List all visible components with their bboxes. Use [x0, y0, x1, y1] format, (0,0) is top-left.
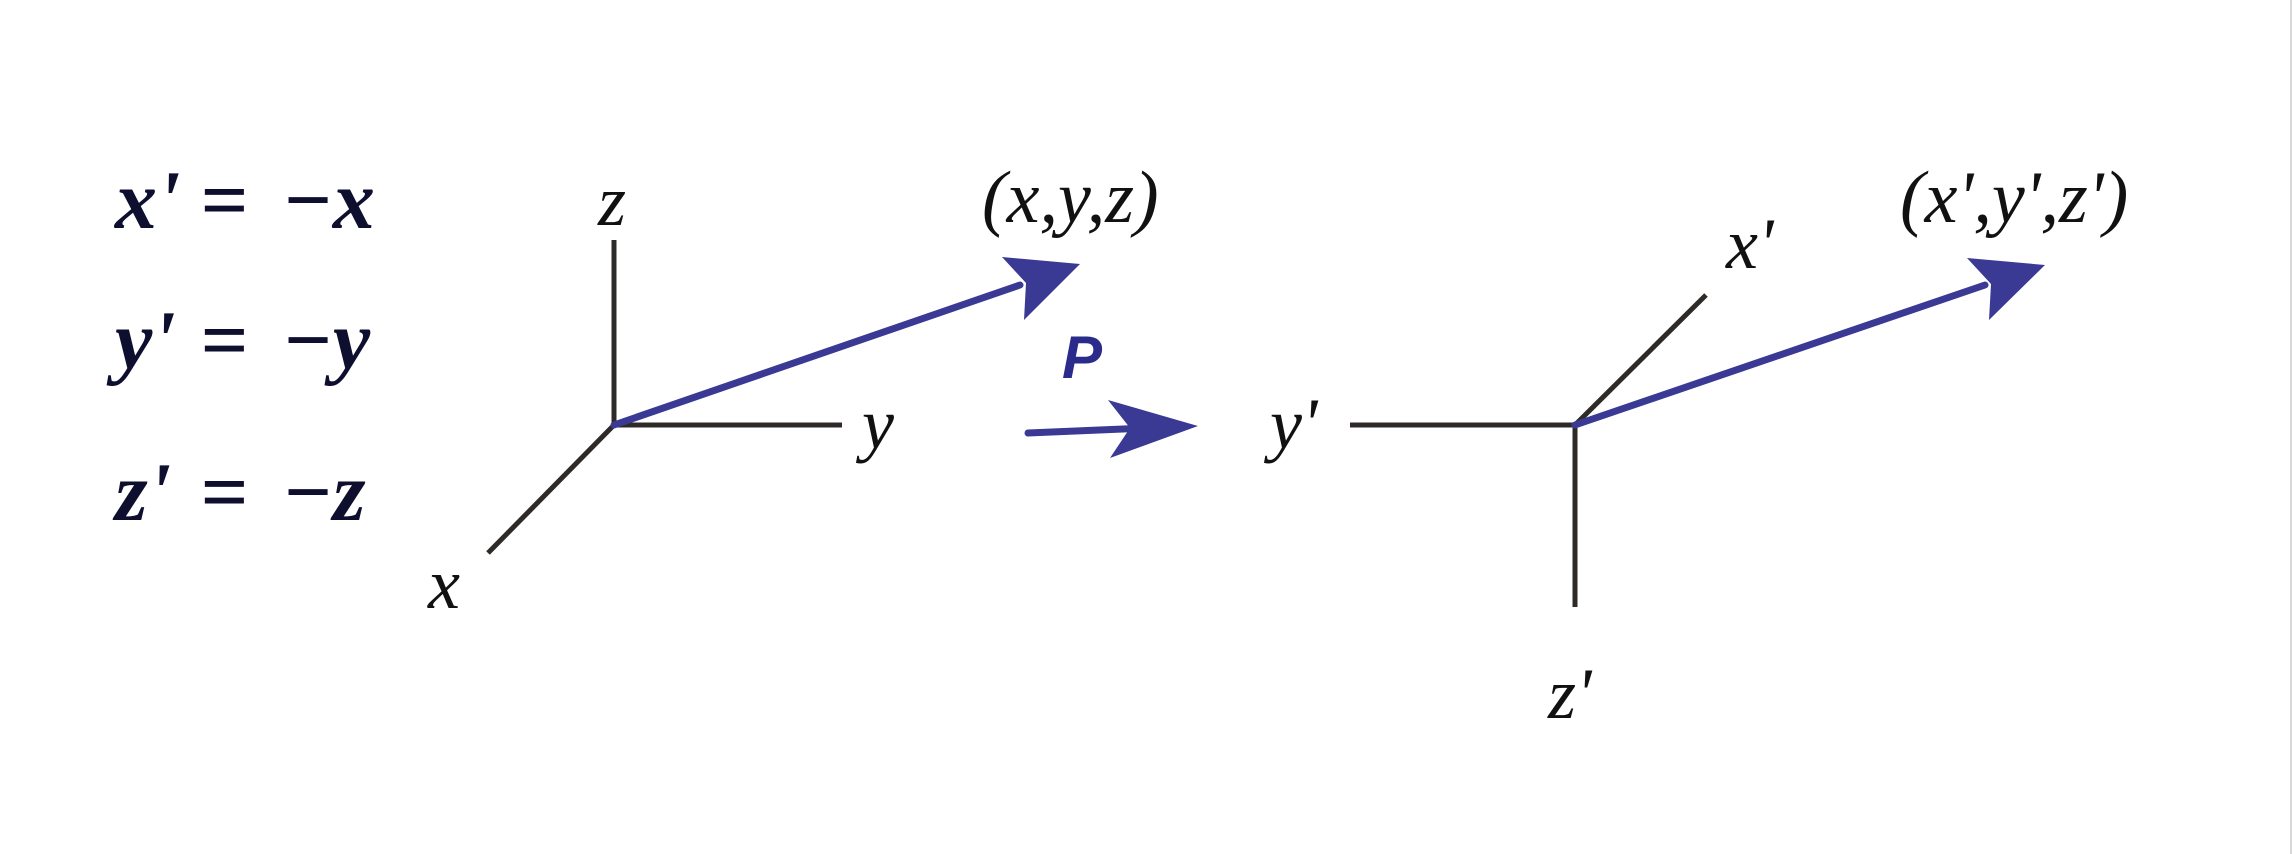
equation-y-lhs: y' [106, 294, 176, 387]
original-vector-arrowhead [1002, 257, 1080, 320]
original-vector-label: (x,y,z) [982, 157, 1159, 239]
original-x-label: x [427, 544, 460, 624]
transformed-vector-label: (x',y',z') [1900, 157, 2128, 239]
original-y-label: y [855, 384, 894, 464]
original-x-axis [486, 423, 616, 555]
parity-operation: P [1024, 324, 1198, 458]
equations-block: x' = −x y' = −y z' = −z [106, 154, 375, 539]
equation-z-equals: = [200, 446, 248, 539]
equation-y-rhs: −y [282, 294, 371, 387]
equation-x-lhs: x' [113, 154, 180, 247]
equation-y-equals: = [200, 294, 248, 387]
equation-z: z' = −z [112, 446, 366, 539]
equation-x: x' = −x [113, 154, 375, 247]
transformed-vector [1571, 281, 1989, 429]
transformed-vector-arrowhead [1967, 258, 2045, 320]
parity-arrow-shaft [1024, 424, 1152, 437]
equation-x-rhs: −x [282, 154, 375, 247]
original-vector [610, 281, 1024, 429]
parity-arrow-head [1108, 400, 1198, 458]
original-z-label: z [597, 161, 626, 241]
original-frame: z y x (x,y,z) [427, 157, 1159, 624]
parity-operator-label: P [1062, 324, 1103, 391]
equation-x-equals: = [200, 154, 248, 247]
transformed-frame: y' z' x' (x',y',z') [1263, 157, 2128, 734]
transformed-x-label: x' [1725, 204, 1775, 284]
equation-y: y' = −y [106, 294, 371, 387]
right-edge-border [2290, 0, 2292, 854]
transformed-z-label: z' [1547, 654, 1593, 734]
transformed-x-axis [1573, 293, 1708, 427]
equation-z-rhs: −z [282, 446, 366, 539]
transformed-y-label: y' [1263, 384, 1319, 464]
equation-z-lhs: z' [112, 446, 171, 539]
